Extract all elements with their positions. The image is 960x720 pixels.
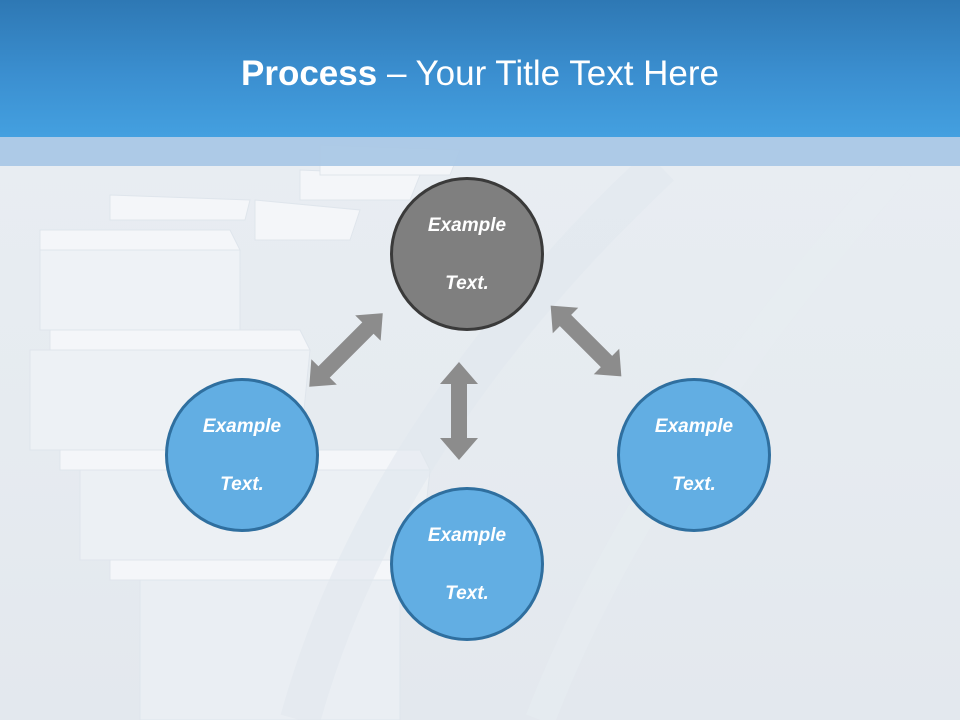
node-label: Text. [220, 473, 264, 495]
title-rest: – Your Title Text Here [377, 54, 719, 93]
title-bold: Process [241, 54, 378, 93]
node-label: Example [654, 415, 734, 437]
node-label: Example [202, 415, 282, 437]
title-header [0, 0, 960, 137]
node-label: Example [427, 214, 507, 236]
node-label: Text. [445, 272, 489, 294]
slide-title: Process – Your Title Text Here [0, 52, 960, 96]
node-label: Example [427, 524, 507, 546]
node-label: Text. [672, 473, 716, 495]
header-band [0, 137, 960, 166]
node-label: Text. [445, 582, 489, 604]
